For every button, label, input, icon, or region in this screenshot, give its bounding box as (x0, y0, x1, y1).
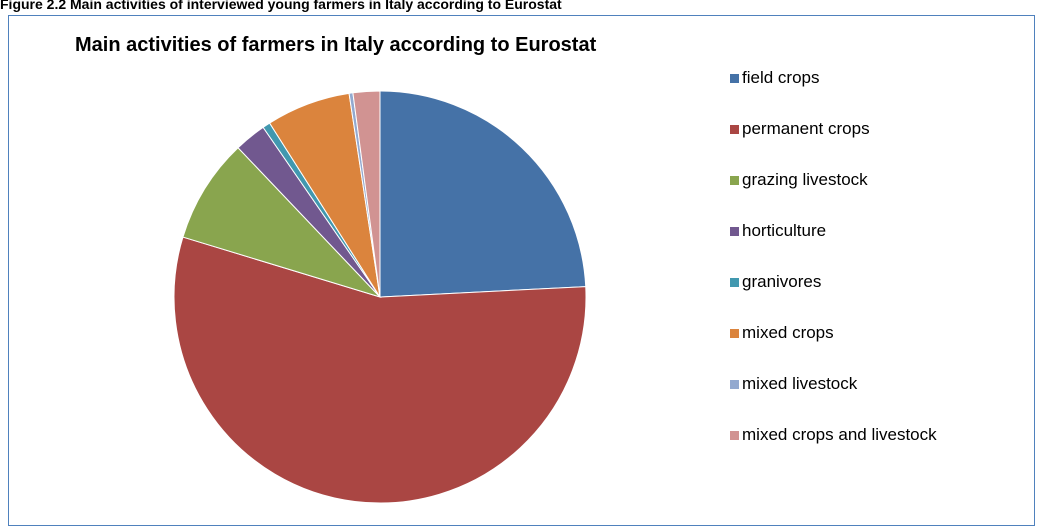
legend-swatch (730, 226, 739, 236)
legend-swatch (730, 73, 739, 83)
legend-label: mixed livestock (742, 374, 858, 393)
legend-item: horticulture (730, 221, 826, 241)
figure-caption: Figure 2.2 Main activities of interviewe… (0, 0, 562, 12)
legend-label: granivores (742, 272, 822, 291)
legend-swatch (730, 175, 739, 185)
pie-slice-mixed-crops-and-livestock (352, 90, 381, 298)
chart-area: Main activities of farmers in Italy acco… (8, 15, 1035, 526)
legend-item: permanent crops (730, 119, 870, 139)
legend-item: grazing livestock (730, 170, 868, 190)
legend-item: mixed crops and livestock (730, 425, 937, 445)
legend-swatch (730, 379, 739, 389)
legend-label: horticulture (742, 221, 827, 240)
legend-item: field crops (730, 68, 819, 88)
legend-label: grazing livestock (742, 170, 868, 189)
chart-title: Main activities of farmers in Italy acco… (75, 34, 597, 56)
pie-slice-field-crops (379, 90, 587, 298)
pie-chart (173, 90, 587, 504)
legend-swatch (730, 124, 739, 134)
legend-label: mixed crops and livestock (742, 425, 937, 444)
legend-swatch (730, 430, 739, 440)
legend-label: mixed crops (742, 323, 834, 342)
legend-label: permanent crops (742, 119, 870, 138)
legend-swatch (730, 328, 739, 338)
legend-label: field crops (742, 68, 820, 87)
legend-item: mixed livestock (730, 374, 857, 394)
legend-item: mixed crops (730, 323, 834, 343)
legend-swatch (730, 277, 739, 287)
legend-item: granivores (730, 272, 821, 292)
pie-slice-permanent-crops (173, 236, 587, 504)
pie-slice-grazing-livestock (182, 147, 382, 299)
